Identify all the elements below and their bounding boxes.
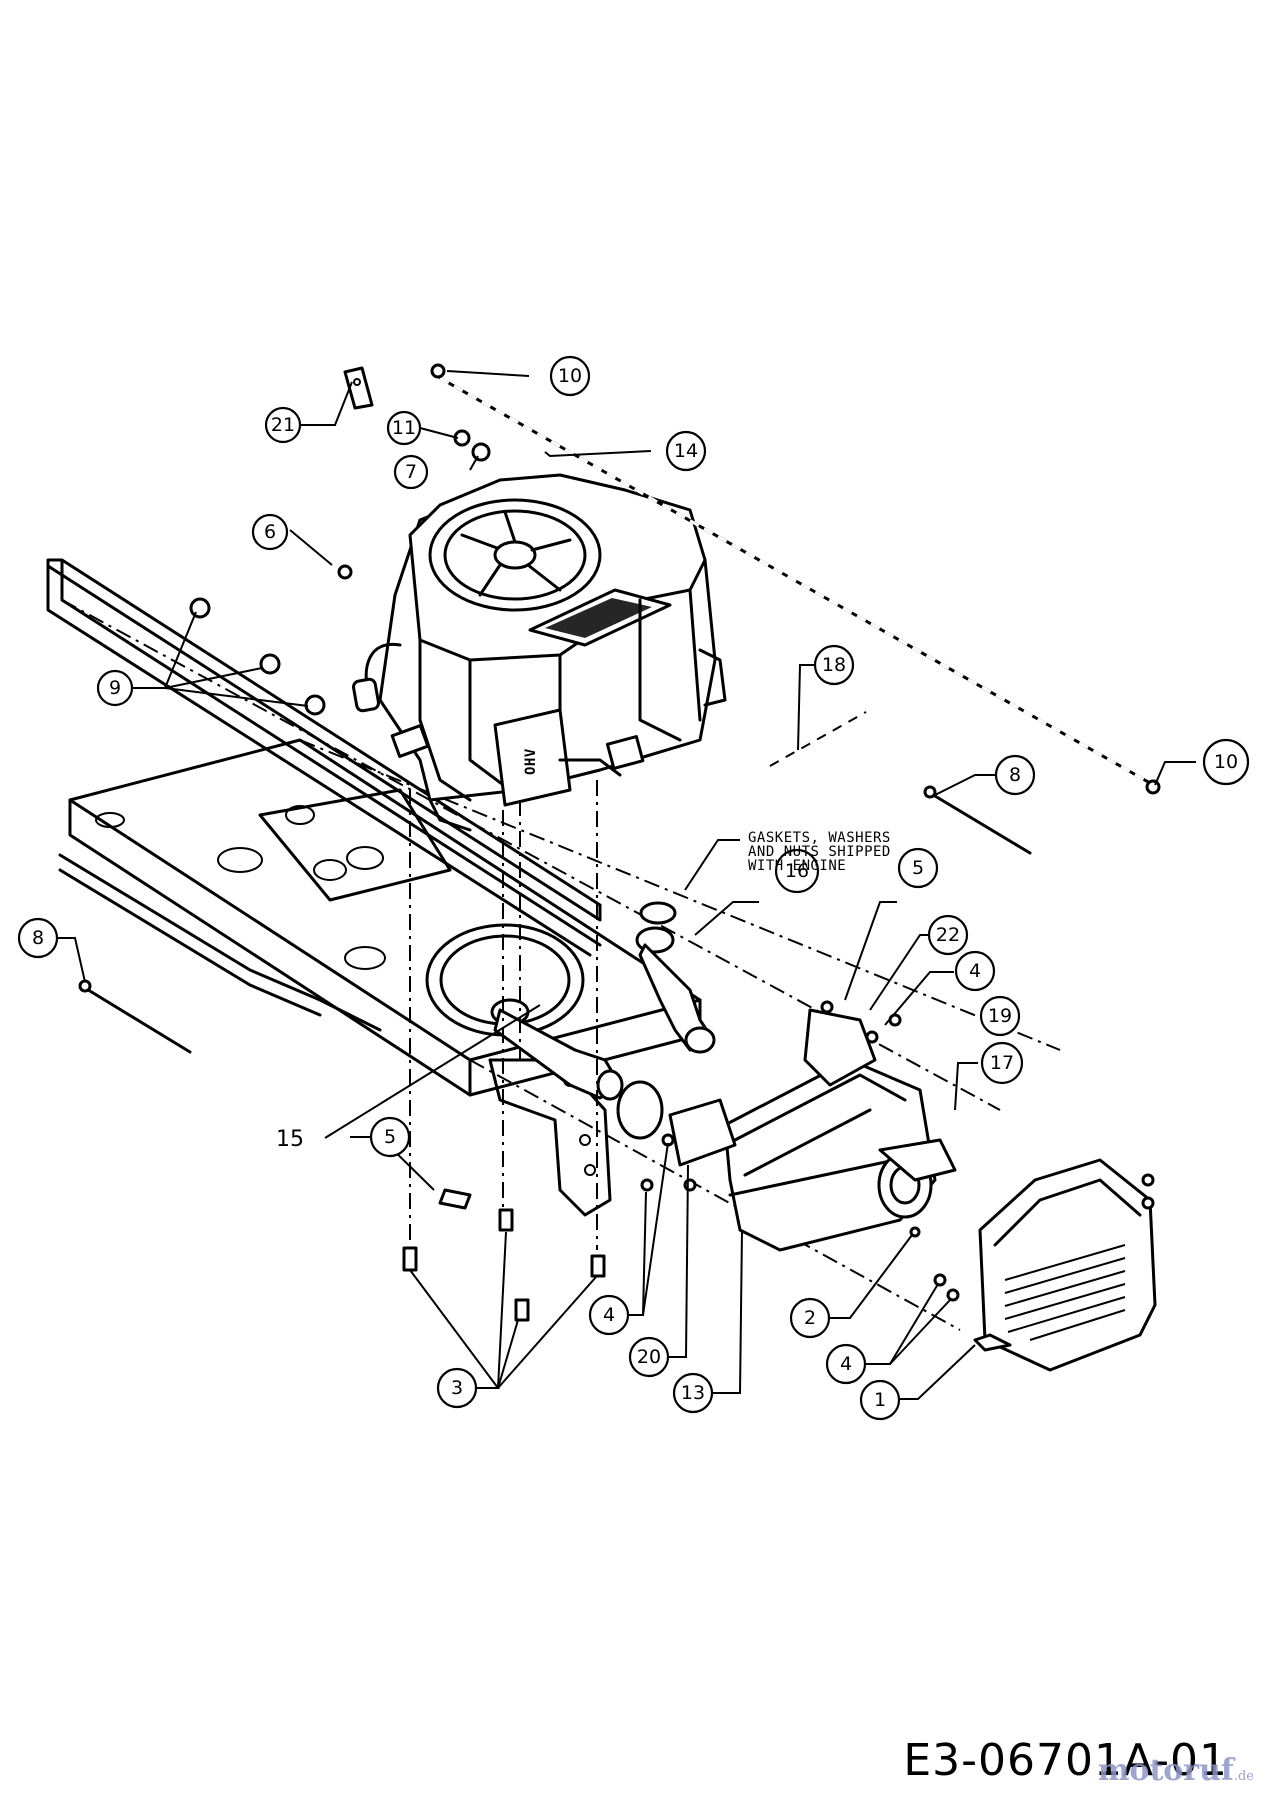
svg-text:18: 18 (822, 654, 846, 676)
engine-note: GASKETS, WASHERS AND NUTS SHIPPED WITH E… (748, 830, 891, 874)
callout-6: 6 (251, 513, 289, 551)
cable-tie-left (78, 979, 192, 1054)
svg-text:19: 19 (988, 1005, 1012, 1027)
callout-5-right: 5 (897, 847, 939, 889)
callout-4-left: 4 (588, 1294, 630, 1336)
watermark-suffix: .de (1233, 1769, 1254, 1784)
cable-tie-right (923, 785, 1032, 855)
callout-21: 21 (264, 406, 302, 444)
heat-shield-22 (803, 1008, 877, 1087)
svg-text:OHV: OHV (523, 748, 539, 775)
callout-8-left: 8 (17, 917, 59, 959)
exhaust-pipe-15 (490, 998, 624, 1101)
leader-lines (57, 370, 1196, 1400)
watermark-text: motoruf (1097, 1753, 1234, 1788)
svg-text:2: 2 (804, 1307, 816, 1329)
svg-text:21: 21 (271, 414, 295, 436)
callout-11: 11 (386, 410, 422, 446)
dipstick-tube (430, 363, 1161, 795)
fuel-hose (748, 703, 877, 782)
svg-text:6: 6 (264, 521, 276, 543)
svg-text:AND NUTS SHIPPED: AND NUTS SHIPPED (748, 844, 891, 860)
callout-7: 7 (393, 454, 429, 490)
drawing-code: E3-06701A-01 (903, 1735, 1228, 1786)
engine: OHV (352, 473, 727, 832)
svg-text:13: 13 (681, 1382, 705, 1404)
callout-9: 9 (96, 669, 134, 707)
callout-8-right: 8 (994, 754, 1036, 796)
svg-text:5: 5 (912, 857, 924, 879)
callout-1: 1 (859, 1379, 901, 1421)
callout-16: 16 (774, 848, 820, 894)
muffler-bracket (668, 1098, 737, 1167)
callout-5-left: 5 (369, 1116, 411, 1158)
svg-text:4: 4 (840, 1353, 852, 1375)
gasket (639, 901, 677, 925)
svg-text:14: 14 (674, 440, 698, 462)
svg-text:GASKETS, WASHERS: GASKETS, WASHERS (748, 830, 891, 846)
callout-13: 13 (672, 1372, 714, 1414)
svg-text:5: 5 (384, 1126, 396, 1148)
svg-text:7: 7 (405, 461, 417, 483)
bracket-21 (343, 366, 374, 410)
callout-10-top: 10 (549, 355, 591, 397)
svg-text:WITH ENGINE: WITH ENGINE (748, 858, 846, 874)
callout-14: 14 (665, 430, 707, 472)
callout-18: 18 (813, 644, 855, 686)
svg-text:8: 8 (1009, 764, 1021, 786)
callout-4-right: 4 (825, 1343, 867, 1385)
callout-10-right: 10 (1202, 738, 1250, 786)
callout-22: 22 (927, 914, 969, 956)
callout-19: 19 (979, 995, 1021, 1037)
svg-text:11: 11 (392, 417, 416, 439)
svg-text:10: 10 (558, 365, 582, 387)
callout-3: 3 (436, 1367, 478, 1409)
svg-text:10: 10 (1214, 751, 1238, 773)
callout-17: 17 (980, 1041, 1024, 1085)
callout-15: 15 (276, 1127, 304, 1152)
muffler-guard (973, 1158, 1157, 1372)
svg-text:16: 16 (785, 860, 809, 882)
svg-text:17: 17 (990, 1052, 1014, 1074)
muffler (723, 1058, 957, 1252)
svg-text:3: 3 (451, 1377, 463, 1399)
callout-20: 20 (628, 1336, 670, 1378)
callout-4-upper: 4 (954, 950, 996, 992)
bolts-3 (402, 780, 606, 1322)
exhaust-pipe-16 (635, 926, 716, 1054)
svg-text:4: 4 (603, 1304, 615, 1326)
screw-6 (337, 564, 353, 580)
svg-text:22: 22 (936, 924, 960, 946)
watermark-logo: motoruf.de (1098, 1753, 1254, 1788)
svg-text:8: 8 (32, 927, 44, 949)
svg-text:20: 20 (637, 1346, 661, 1368)
svg-text:9: 9 (109, 677, 121, 699)
callout-2: 2 (789, 1297, 831, 1339)
svg-text:1: 1 (874, 1389, 886, 1411)
frame-assembly (46, 558, 1061, 1331)
nut-7 (471, 442, 491, 462)
svg-text:4: 4 (969, 960, 981, 982)
